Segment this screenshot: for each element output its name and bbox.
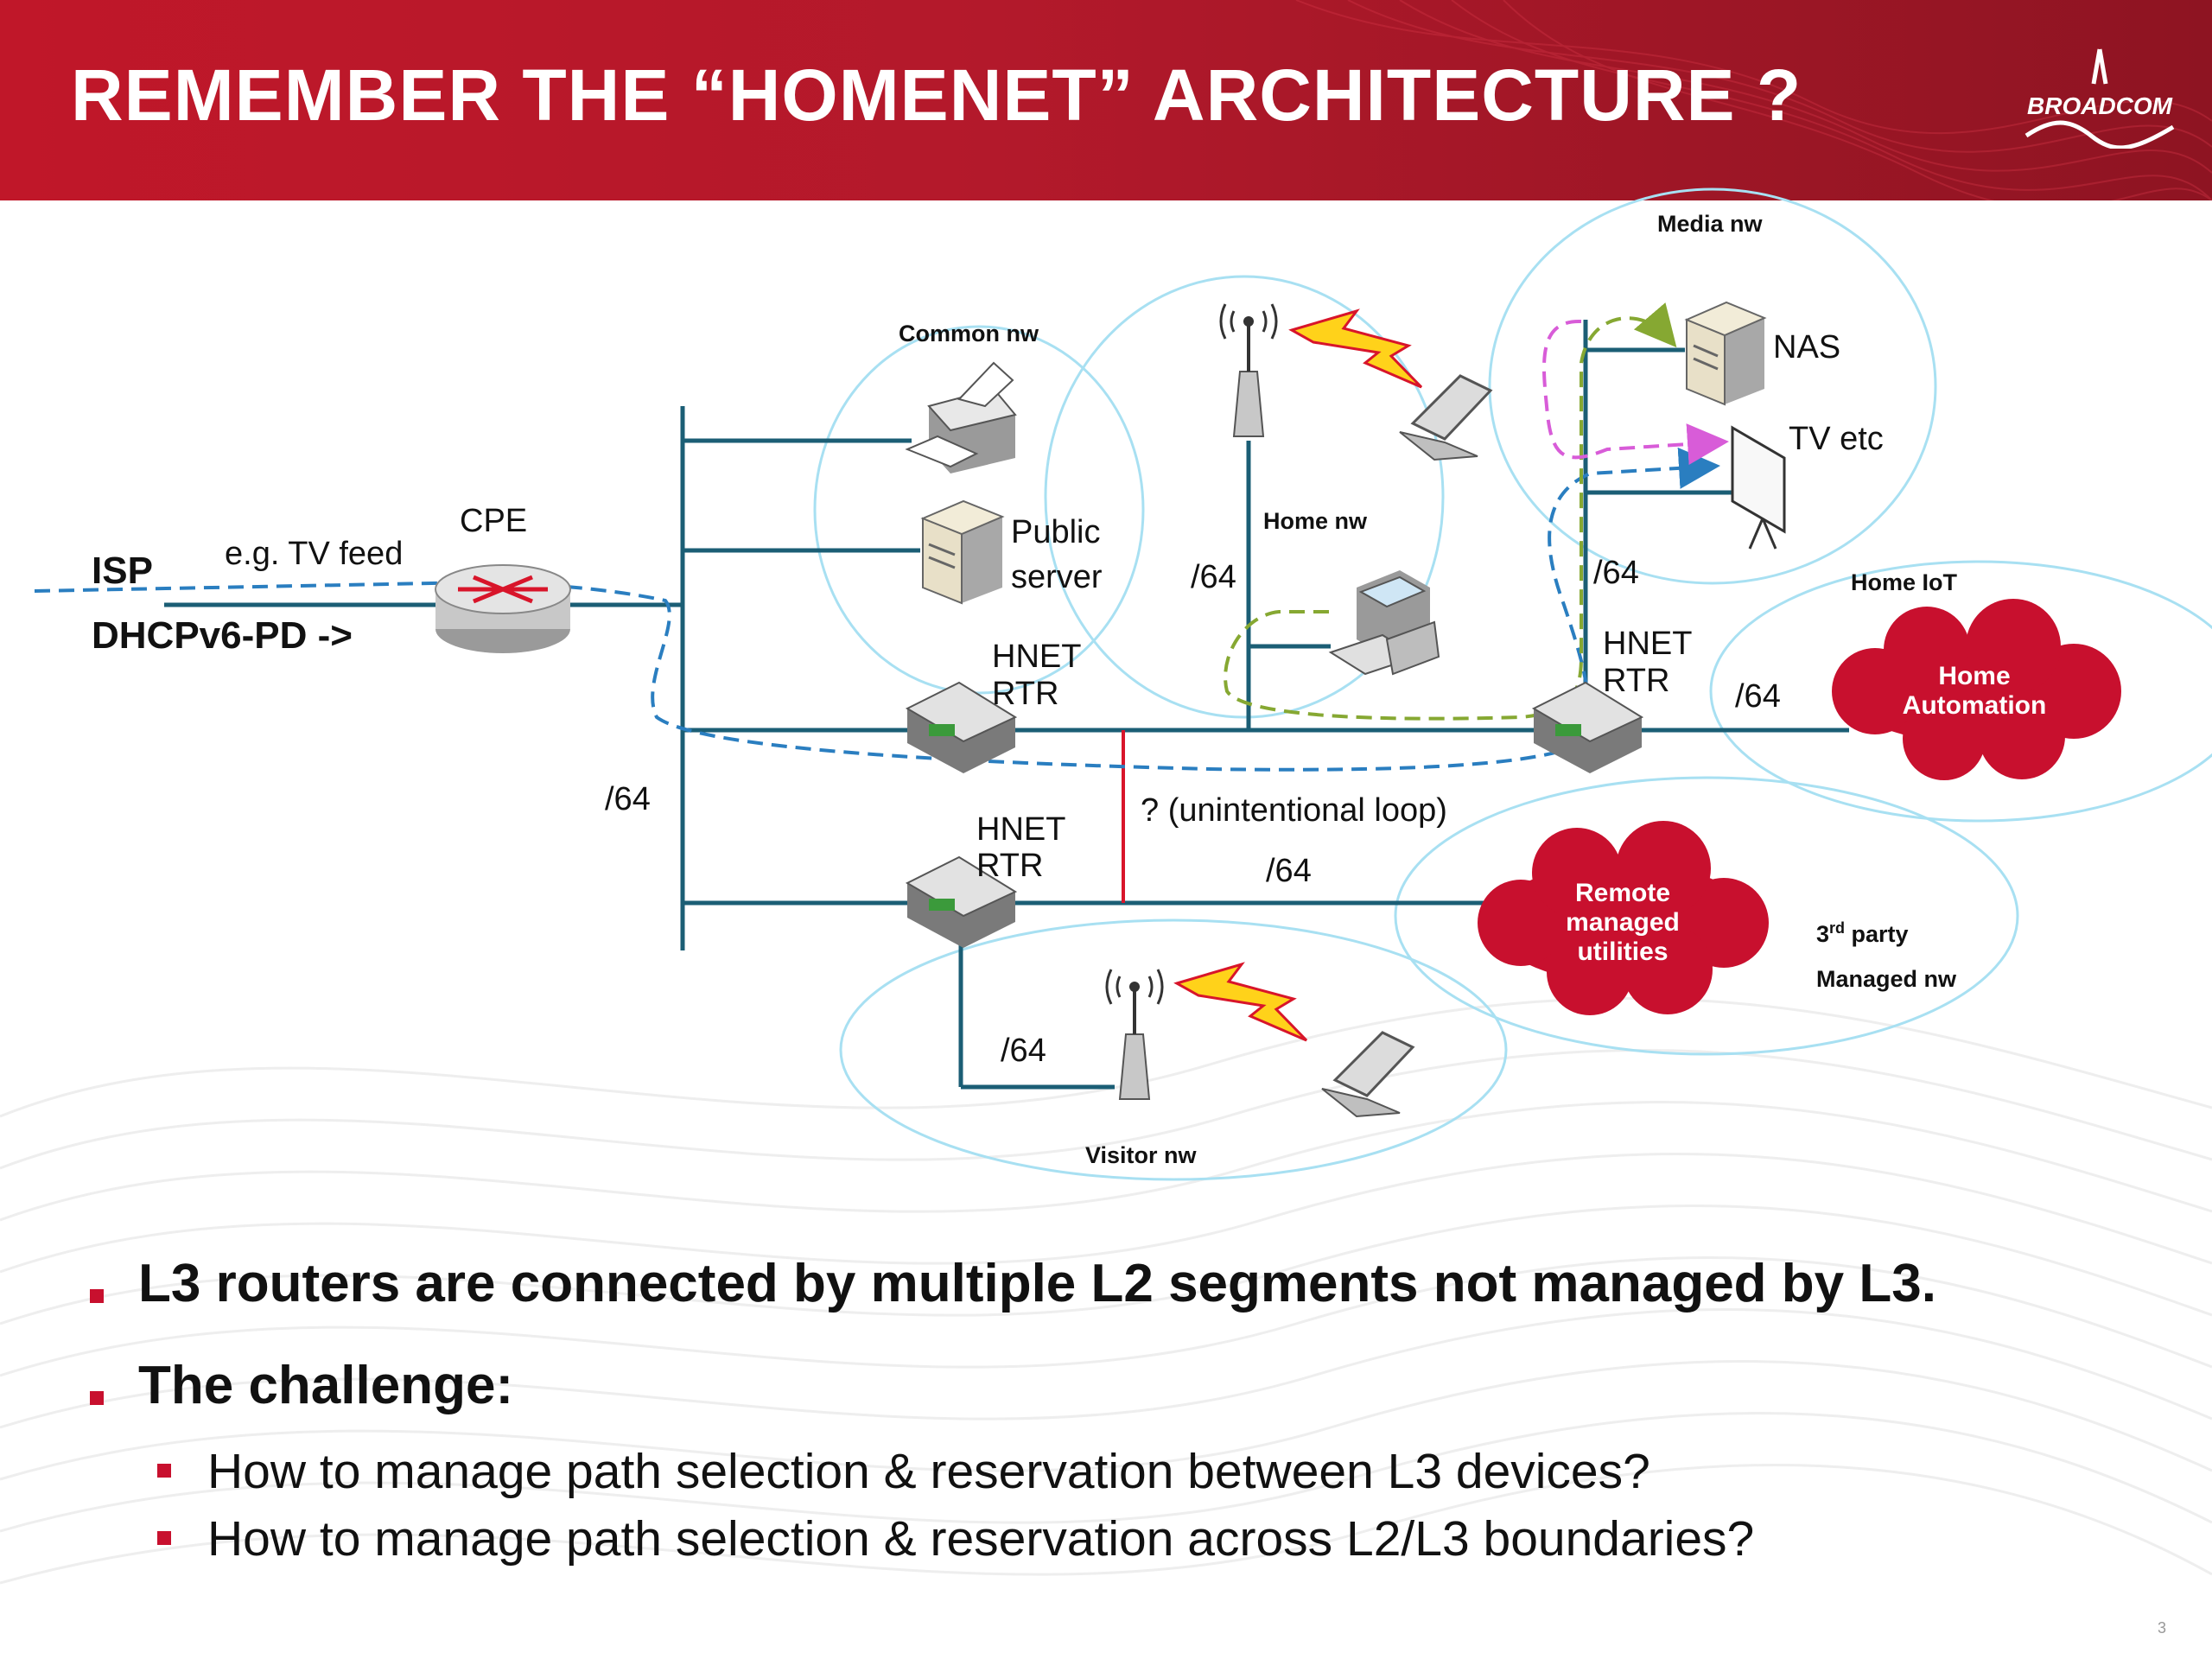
sub-bullet-marker	[157, 1531, 171, 1545]
broadcom-logo: BROADCOM	[2018, 45, 2182, 150]
prefix-common-label: /64	[605, 781, 651, 817]
remote-utilities-label-line3: utilities	[1577, 938, 1668, 966]
public-server-label-line2: server	[1011, 559, 1103, 595]
visitor-laptop-icon	[1321, 1031, 1415, 1118]
bullet-2: The challenge:	[138, 1356, 514, 1415]
dhcp-label: DHCPv6-PD ->	[92, 614, 353, 657]
visitor-nw-label: Visitor nw	[1085, 1142, 1198, 1168]
desktop-pc-icon	[1328, 570, 1440, 676]
cpe-label: CPE	[460, 503, 527, 539]
home-iot-label: Home IoT	[1851, 569, 1958, 595]
hnet-router-2-icon	[905, 855, 1018, 948]
broadcom-logo-mark	[2024, 48, 2175, 150]
prefix-home-label: /64	[1191, 559, 1236, 595]
managed-nw-label: Managed nw	[1816, 966, 1957, 992]
home-automation-label-line1: Home	[1938, 662, 2010, 690]
prefix-lower-label: /64	[1266, 853, 1312, 889]
sub-bullet-1: How to manage path selection & reservati…	[207, 1444, 1650, 1499]
sub-bullet-marker	[157, 1464, 171, 1478]
prefix-iot-label: /64	[1735, 678, 1781, 715]
banner-wave-pattern	[1295, 0, 2212, 200]
hnet-rtr-1-label-line2: RTR	[992, 676, 1058, 712]
title-banner: REMEMBER THE “HOMENET” ARCHITECTURE ? BR…	[0, 0, 2212, 200]
media-nw-label: Media nw	[1657, 211, 1764, 237]
tv-feed-path-blue	[34, 447, 1720, 772]
server-icon	[920, 499, 1005, 605]
home-path-green	[1224, 302, 1677, 721]
visitor-wireless-bolt-icon	[1173, 962, 1308, 1042]
home-nw-label: Home nw	[1263, 508, 1368, 534]
media-nw-ellipse	[1488, 188, 1937, 585]
media-path-magenta	[1541, 319, 1729, 465]
public-server-label-line1: Public	[1011, 514, 1101, 550]
third-party-ellipse	[1394, 776, 2019, 1056]
hnet-router-1-icon	[905, 681, 1018, 773]
logo-text: BROADCOM	[2027, 92, 2172, 119]
bullet-1: L3 routers are connected by multiple L2 …	[138, 1254, 1936, 1313]
home-automation-label-line2: Automation	[1903, 691, 2047, 720]
home-laptop-icon	[1399, 374, 1493, 461]
hnet-rtr-2-label-line2: RTR	[976, 848, 1043, 884]
home-iot-ellipse	[1709, 560, 2212, 823]
tv-etc-label: TV etc	[1789, 421, 1884, 457]
sub-bullet-2: How to manage path selection & reservati…	[207, 1511, 1755, 1567]
slide-title: REMEMBER THE “HOMENET” ARCHITECTURE ?	[71, 54, 1802, 136]
prefix-media-label: /64	[1593, 555, 1639, 591]
page-number: 3	[2158, 1619, 2167, 1637]
homenet-diagram: ISP e.g. TV feed DHCPv6-PD -> CPE Common…	[34, 188, 2212, 1181]
hnet-rtr-3-label-line1: HNET	[1603, 626, 1692, 662]
hnet-router-3-icon	[1531, 681, 1644, 773]
home-automation-cloud	[1832, 599, 2121, 780]
remote-utilities-label-line1: Remote	[1575, 879, 1670, 907]
unintentional-loop-label: ? (unintentional loop)	[1141, 792, 1447, 829]
cpe-router-icon	[435, 564, 571, 653]
background-pattern	[0, 997, 2212, 1585]
third-party-label: 3rd party	[1816, 919, 1909, 947]
nas-icon	[1684, 301, 1767, 406]
tv-feed-label: e.g. TV feed	[225, 536, 403, 572]
common-nw-ellipse	[813, 325, 1145, 695]
common-nw-label: Common nw	[899, 321, 1039, 346]
bullet-marker	[90, 1289, 104, 1303]
hnet-rtr-1-label-line1: HNET	[992, 639, 1081, 675]
remote-utilities-cloud	[1478, 821, 1769, 1015]
remote-utilities-label-line2: managed	[1566, 908, 1680, 937]
visitor-nw-ellipse	[839, 918, 1508, 1181]
home-wireless-bolt-icon	[1288, 308, 1423, 389]
prefix-visitor-label: /64	[1001, 1033, 1046, 1069]
isp-label: ISP	[92, 550, 153, 592]
tv-screen-icon	[1731, 425, 1786, 550]
home-nw-ellipse	[1044, 275, 1445, 719]
hnet-rtr-3-label-line2: RTR	[1603, 663, 1669, 699]
home-wireless-ap-icon	[1219, 303, 1278, 437]
printer-icon	[905, 361, 1017, 474]
hnet-rtr-2-label-line1: HNET	[976, 811, 1065, 848]
visitor-wireless-ap-icon	[1105, 969, 1164, 1100]
nas-label: NAS	[1773, 329, 1840, 365]
bullet-marker	[90, 1391, 104, 1405]
